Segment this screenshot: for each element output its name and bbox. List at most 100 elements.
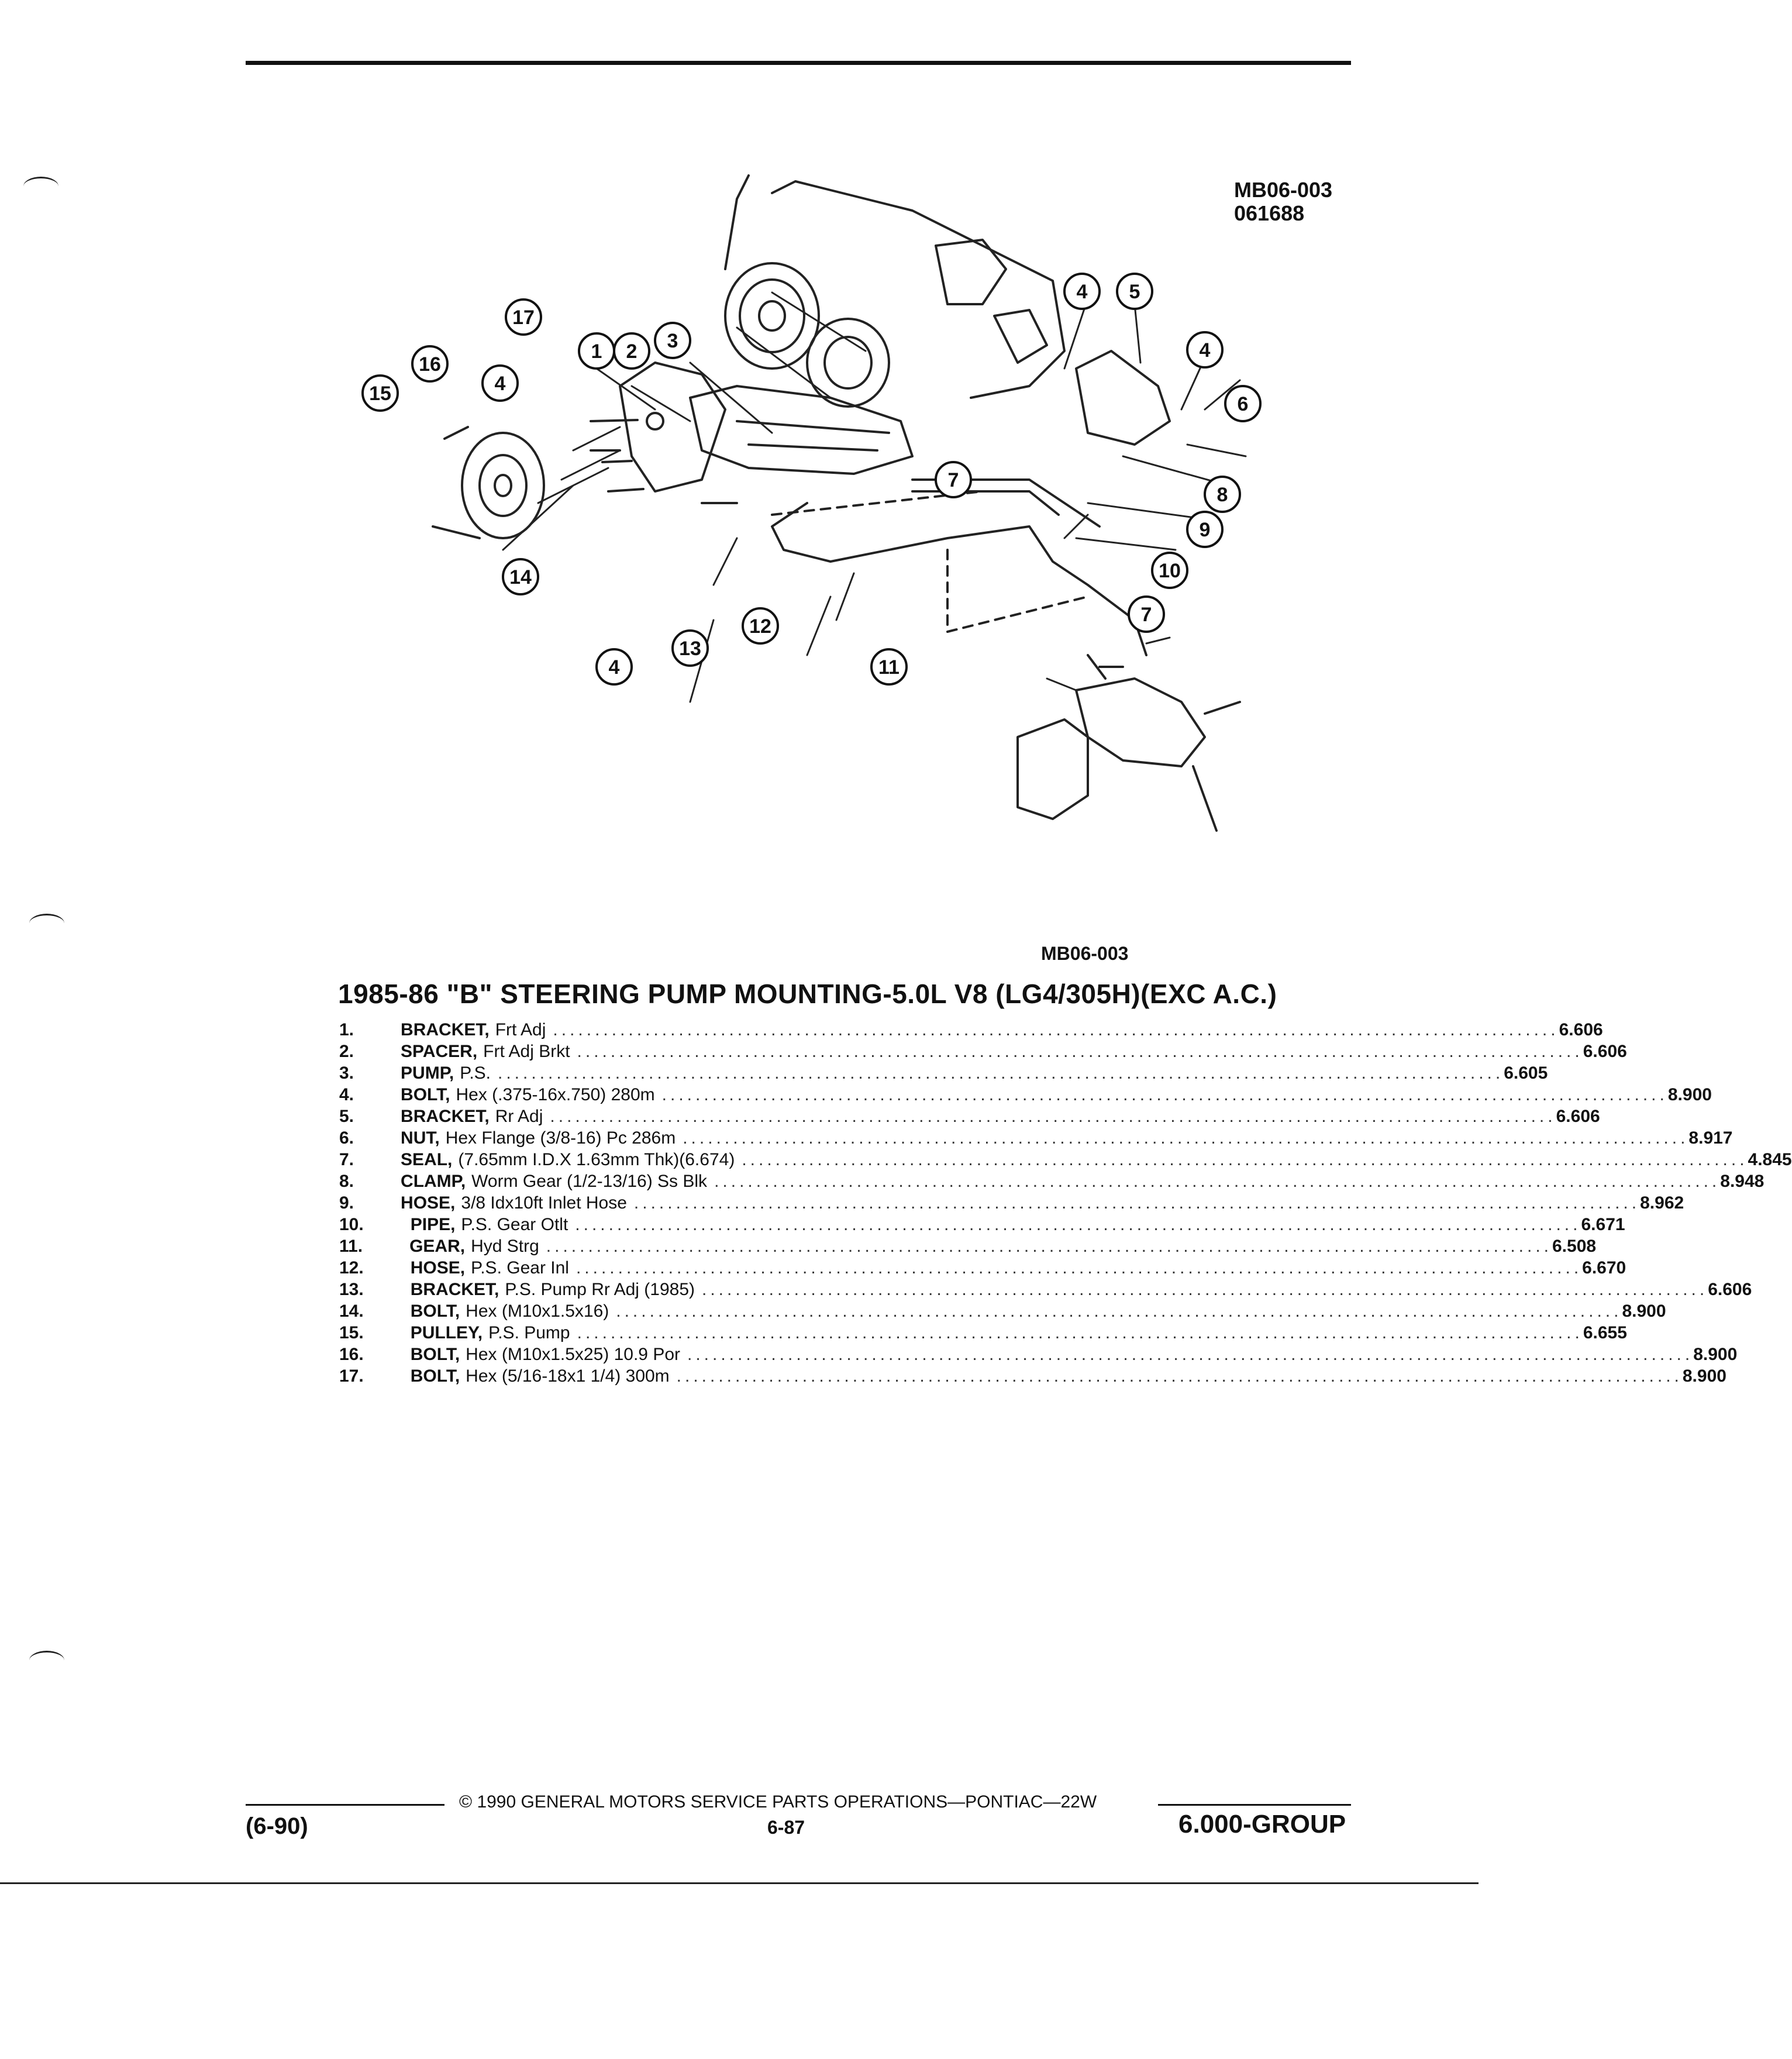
part-description: HOSE,3/8 Idx10ft Inlet Hose [401, 1193, 1640, 1213]
part-number: 12. [339, 1258, 364, 1278]
part-group-number: 6.508 [1552, 1237, 1597, 1256]
part-spec: Hex (5/16-18x1 1/4) 300m [466, 1366, 670, 1386]
part-row: 2.SPACER,Frt Adj Brkt6.606 [339, 1042, 1627, 1063]
dot-leader [687, 1345, 1693, 1365]
callout-7a: 7 [948, 469, 959, 491]
part-row: 13.BRACKET,P.S. Pump Rr Adj (1985)6.606 [339, 1280, 1752, 1301]
part-number: 7. [339, 1150, 354, 1169]
part-number: 8. [339, 1172, 354, 1191]
page-number: 6-87 [767, 1817, 805, 1838]
part-description: PUMP, P.S. [401, 1063, 1504, 1083]
part-number: 5. [339, 1107, 354, 1126]
callout-4d: 4 [609, 656, 620, 679]
margin-mark [23, 177, 58, 196]
part-spec: P.S. Pump [488, 1323, 570, 1342]
part-row: 6.NUT,Hex Flange (3/8-16) Pc 286m8.917 [339, 1128, 1733, 1150]
part-name: BOLT, [410, 1345, 460, 1364]
diagram-code-top: MB06-003 [1234, 178, 1333, 202]
bottom-rule [0, 1882, 1479, 1884]
part-group-number: 8.917 [1688, 1128, 1733, 1148]
part-description: NUT,Hex Flange (3/8-16) Pc 286m [401, 1128, 1688, 1148]
part-spec: P.S. [460, 1063, 491, 1083]
part-row: 8.CLAMP,Worm Gear (1/2-13/16) Ss Blk8.94… [339, 1172, 1764, 1193]
part-spec: Hex (M10x1.5x16) [466, 1301, 609, 1321]
callout-5: 5 [1129, 281, 1140, 303]
part-description: BOLT, Hex (5/16-18x1 1/4) 300m [411, 1366, 1683, 1386]
callout-8: 8 [1217, 484, 1228, 506]
dot-leader [577, 1323, 1583, 1343]
part-number: 14. [339, 1301, 364, 1321]
part-spec: P.S. Pump Rr Adj (1985) [505, 1280, 695, 1299]
dot-leader [546, 1237, 1552, 1256]
part-number: 16. [339, 1345, 364, 1364]
part-number: 3. [339, 1063, 354, 1083]
part-description: PIPE,P.S. Gear Otlt [411, 1215, 1581, 1235]
part-row: 5. BRACKET,Rr Adj6.606 [339, 1107, 1600, 1128]
part-spec: Hyd Strg [471, 1237, 539, 1256]
callout-7b: 7 [1141, 604, 1152, 626]
callout-15: 15 [369, 383, 391, 405]
part-name: BOLT, [401, 1085, 450, 1104]
part-name: BRACKET, [401, 1107, 490, 1126]
callout-16: 16 [419, 353, 441, 376]
part-description: HOSE,P.S. Gear Inl [411, 1258, 1582, 1278]
part-group-number: 6.606 [1556, 1107, 1600, 1126]
front-bracket [619, 361, 726, 493]
part-row: 15.PULLEY,P.S. Pump6.655 [339, 1323, 1627, 1345]
part-description: PULLEY, P.S. Pump [411, 1323, 1583, 1343]
callout-4a: 4 [495, 373, 506, 395]
part-name: PIPE, [410, 1215, 456, 1234]
part-description: SPACER,Frt Adj Brkt [401, 1042, 1583, 1062]
part-name: SEAL, [401, 1150, 453, 1169]
part-group-number: 8.900 [1667, 1085, 1712, 1104]
callout-2: 2 [626, 340, 637, 363]
callout-14: 14 [509, 566, 532, 588]
dot-leader [714, 1172, 1720, 1192]
part-name: NUT, [401, 1128, 440, 1148]
part-spec: Frt Adj Brkt [483, 1042, 570, 1061]
part-number: 17. [339, 1366, 364, 1386]
callout-9: 9 [1200, 519, 1211, 541]
part-spec: Frt Adj [495, 1020, 546, 1039]
callout-4b: 4 [1077, 281, 1088, 303]
callout-1: 1 [591, 340, 602, 363]
pump-pulley [724, 262, 820, 370]
part-group-number: 8.900 [1622, 1301, 1666, 1321]
section-title: 1985-86 "B" STEERING PUMP MOUNTING-5.0L … [338, 979, 1277, 1009]
part-name: PULLEY, [410, 1323, 483, 1342]
part-name: PUMP, [401, 1063, 454, 1083]
revision-date: (6-90) [246, 1813, 308, 1839]
part-number: 11. [339, 1237, 363, 1256]
engine-outline [724, 174, 1066, 399]
callout-4c: 4 [1200, 339, 1211, 361]
part-description: BRACKET,Rr Adj [401, 1107, 1556, 1127]
part-spec: Hex Flange (3/8-16) Pc 286m [445, 1128, 676, 1148]
part-row: 10.PIPE,P.S. Gear Otlt6.671 [339, 1215, 1625, 1237]
part-description: GEAR,Hyd Strg [409, 1237, 1552, 1256]
margin-mark [29, 1651, 64, 1670]
dot-leader [662, 1085, 1668, 1105]
dot-leader [577, 1042, 1583, 1062]
dot-leader [702, 1280, 1708, 1300]
dot-leader [677, 1366, 1683, 1386]
part-group-number: 6.606 [1583, 1042, 1627, 1061]
part-group-number: 6.670 [1582, 1258, 1626, 1278]
margin-mark [29, 914, 64, 933]
part-group-number: 8.900 [1682, 1366, 1726, 1386]
part-description: SEAL,(7.65mm I.D.X 1.63mm Thk)(6.674) [401, 1150, 1748, 1170]
part-spec: Hex (.375-16x.750) 280m [456, 1085, 655, 1104]
part-name: HOSE, [410, 1258, 466, 1278]
callout-11: 11 [878, 656, 900, 679]
steering-pump-diagram: 1 2 3 4 4 4 4 5 6 7 7 8 9 10 11 12 13 14… [361, 174, 1262, 832]
diagram-caption: MB06-003 [1041, 943, 1129, 964]
part-group-number: 8.962 [1640, 1193, 1684, 1213]
callout-6: 6 [1238, 393, 1249, 415]
part-number: 10. [339, 1215, 364, 1234]
part-name: BOLT, [410, 1366, 460, 1386]
dot-leader [576, 1258, 1582, 1278]
dot-leader [553, 1020, 1559, 1040]
dot-leader [575, 1215, 1581, 1235]
dot-leader [498, 1063, 1504, 1083]
part-name: HOSE, [401, 1193, 456, 1213]
